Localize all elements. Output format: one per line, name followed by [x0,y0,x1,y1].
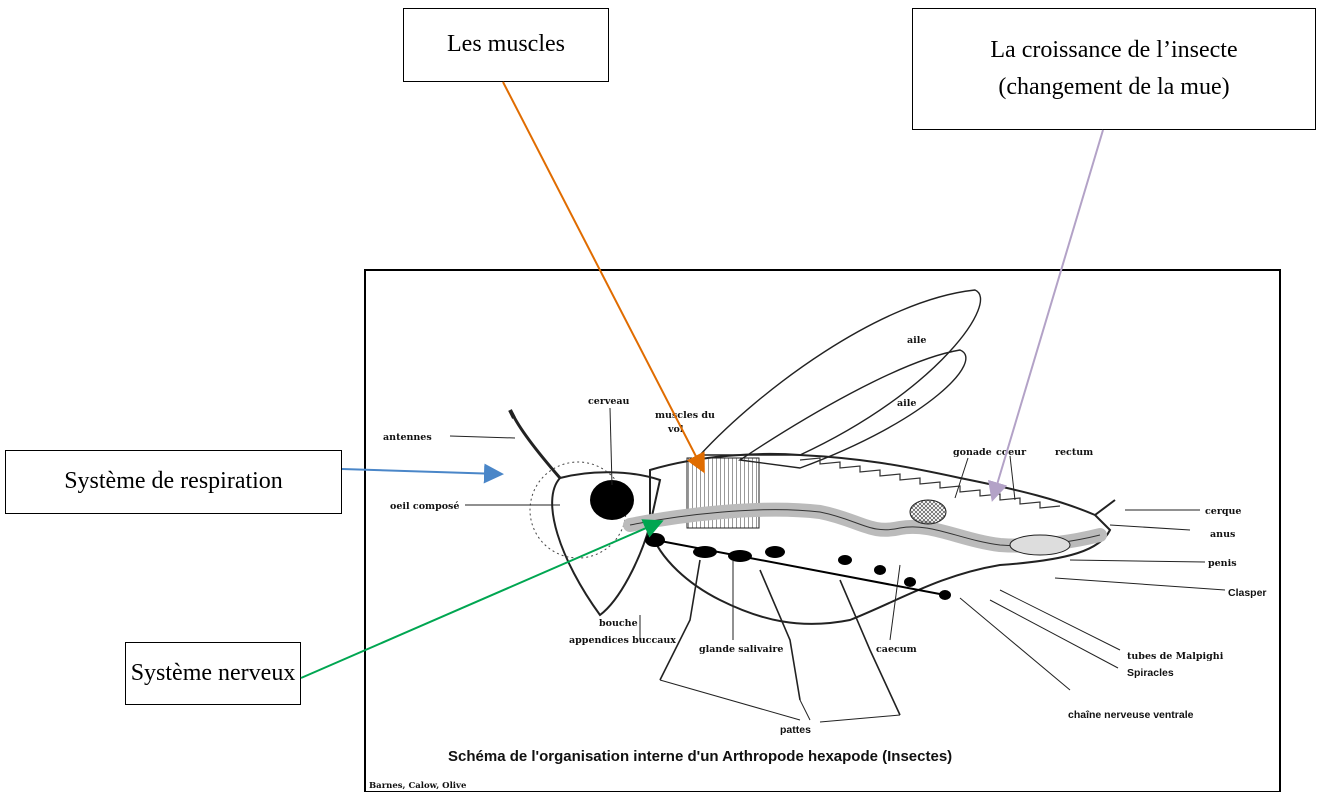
arrow-nervous [301,522,660,678]
arrow-muscles [503,82,703,470]
arrow-growth [993,130,1103,498]
arrow-respiration [342,469,500,474]
